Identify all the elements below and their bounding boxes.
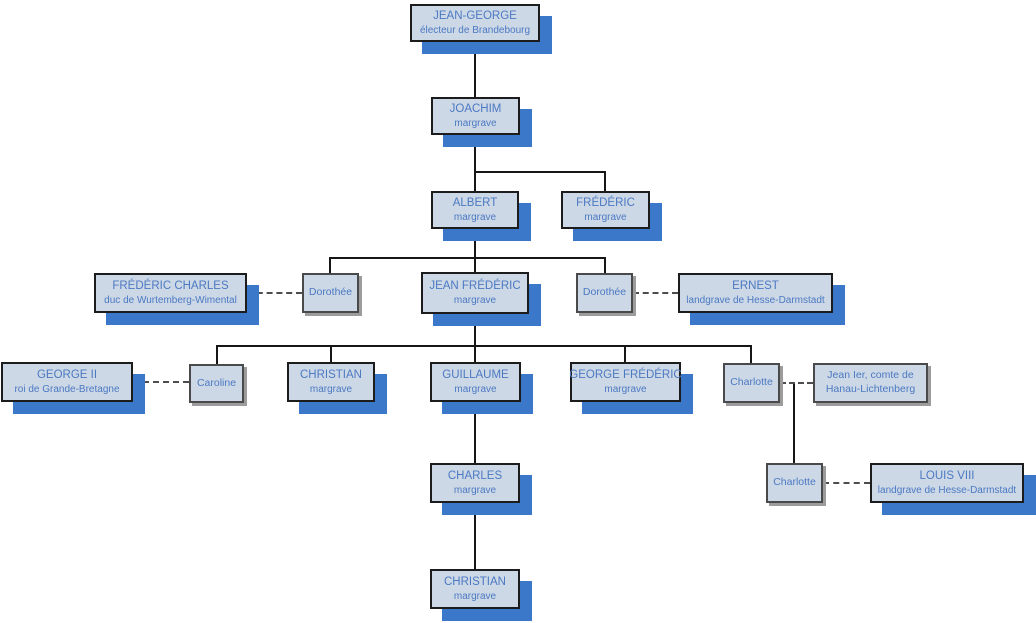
node-subtitle: margrave: [454, 117, 497, 129]
node-dorothee-2[interactable]: Dorothée: [576, 273, 633, 313]
node-george-ii[interactable]: GEORGE II roi de Grande-Bretagne: [1, 362, 133, 402]
node-charlotte-1[interactable]: Charlotte: [723, 363, 780, 403]
node-frederic[interactable]: FRÉDÉRIC margrave: [561, 191, 650, 229]
node-title: CHARLES: [447, 470, 503, 483]
node-subtitle: Hanau-Lichtenberg: [825, 383, 916, 395]
node-christian-1[interactable]: CHRISTIAN margrave: [287, 362, 375, 402]
node-caroline[interactable]: Caroline: [189, 364, 244, 403]
marriage-fredericcharles-dorothee1: [247, 292, 302, 294]
node-title: ALBERT: [452, 197, 498, 210]
node-subtitle: margrave: [309, 383, 353, 395]
node-christian-2[interactable]: CHRISTIAN margrave: [430, 569, 520, 609]
node-albert[interactable]: ALBERT margrave: [431, 191, 519, 229]
node-title: ERNEST: [732, 280, 779, 293]
connector-jeanfrederic-down: [474, 314, 476, 346]
node-title: JEAN-GEORGE: [433, 10, 517, 23]
node-subtitle: margrave: [604, 383, 647, 395]
connector-frederic-up: [604, 171, 606, 191]
node-title: LOUIS VIII: [919, 470, 975, 483]
connector-christian1-up: [330, 345, 332, 362]
connector-charlotte1-up: [750, 345, 752, 363]
marriage-charlotte1-jean1er: [780, 382, 813, 384]
node-subtitle: margrave: [453, 211, 497, 223]
node-title: JEAN FRÉDÉRIC: [429, 280, 521, 293]
node-title: Charlotte: [730, 376, 773, 389]
node-subtitle: margrave: [584, 211, 627, 223]
connector-jeangeorge-joachim: [474, 42, 476, 97]
marriage-dorothee2-ernest: [633, 292, 678, 294]
node-subtitle: duc de Wurtemberg-Wimental: [104, 294, 237, 306]
connector-albert-down: [474, 229, 476, 258]
node-subtitle: électeur de Brandebourg: [419, 24, 531, 36]
connector-charles-christian2: [474, 503, 476, 569]
node-title: FRÉDÉRIC: [576, 197, 635, 210]
node-subtitle: margrave: [453, 484, 497, 496]
node-jean-george[interactable]: JEAN-GEORGE électeur de Brandebourg: [410, 4, 540, 42]
node-ernest[interactable]: ERNEST landgrave de Hesse-Darmstadt: [678, 273, 833, 313]
node-title: Caroline: [196, 376, 237, 389]
node-frederic-charles[interactable]: FRÉDÉRIC CHARLES duc de Wurtemberg-Wimen…: [94, 273, 247, 313]
node-title: CHRISTIAN: [444, 576, 506, 589]
node-charlotte-2[interactable]: Charlotte: [766, 463, 823, 503]
connector-albert-up: [474, 171, 476, 191]
node-guillaume[interactable]: GUILLAUME margrave: [430, 362, 521, 402]
connector-dorothee2-up: [604, 257, 606, 273]
connector-jeanfrederic-children-rail: [217, 345, 751, 347]
node-dorothee-1[interactable]: Dorothée: [302, 273, 359, 313]
connector-charlotte1-charlotte2: [793, 383, 795, 463]
connector-joachim-children-rail: [475, 171, 606, 173]
connector-guillaume-charles: [474, 402, 476, 463]
node-title: FRÉDÉRIC CHARLES: [112, 280, 229, 293]
node-title: Dorothée: [582, 286, 627, 299]
node-title: GUILLAUME: [442, 369, 509, 382]
connector-joachim-down: [474, 135, 476, 172]
node-subtitle: margrave: [453, 294, 497, 306]
connector-georgefrederic-up: [624, 345, 626, 362]
node-subtitle: margrave: [454, 383, 497, 395]
node-title: Charlotte: [773, 476, 816, 489]
node-subtitle: landgrave de Hesse-Darmstadt: [877, 484, 1017, 496]
node-title: GEORGE II: [36, 369, 98, 382]
node-title: Jean Ier, comte de: [827, 369, 914, 382]
node-charles[interactable]: CHARLES margrave: [430, 463, 520, 503]
connector-albert-children-rail: [330, 257, 605, 259]
node-subtitle: roi de Grande-Bretagne: [14, 383, 120, 395]
node-title: JOACHIM: [449, 103, 502, 116]
node-george-frederic[interactable]: GEORGE FRÉDÉRIC margrave: [569, 362, 682, 402]
connector-dorothee1-up: [329, 257, 331, 273]
node-title: GEORGE FRÉDÉRIC: [569, 369, 682, 382]
node-joachim[interactable]: JOACHIM margrave: [431, 97, 520, 135]
marriage-charlotte2-louisviii: [823, 482, 870, 484]
node-subtitle: margrave: [453, 590, 497, 602]
node-louis-viii[interactable]: LOUIS VIII landgrave de Hesse-Darmstadt: [870, 463, 1024, 503]
node-jean-frederic[interactable]: JEAN FRÉDÉRIC margrave: [421, 272, 529, 314]
marriage-georgeii-caroline: [133, 381, 189, 383]
node-subtitle: landgrave de Hesse-Darmstadt: [686, 294, 825, 306]
node-title: CHRISTIAN: [300, 369, 362, 382]
connector-jeanfrederic-up: [474, 257, 476, 272]
node-title: Dorothée: [308, 286, 353, 299]
node-jean-1er[interactable]: Jean Ier, comte de Hanau-Lichtenberg: [813, 363, 928, 403]
connector-caroline-up: [216, 345, 218, 364]
connector-guillaume-up: [474, 345, 476, 362]
